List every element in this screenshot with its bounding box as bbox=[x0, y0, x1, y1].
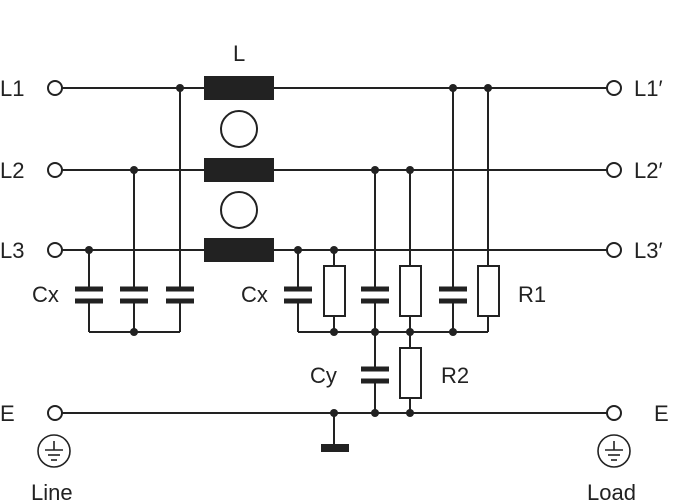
junction-dot bbox=[330, 409, 338, 417]
junction-dot bbox=[130, 328, 138, 336]
resistor-b bbox=[399, 265, 422, 317]
pe-right-circle bbox=[597, 434, 631, 468]
terminals bbox=[47, 80, 622, 421]
junction-dot bbox=[449, 84, 457, 92]
junction-dot bbox=[449, 328, 457, 336]
junction-dot bbox=[371, 328, 379, 336]
line-label-l3: L3 bbox=[0, 238, 24, 263]
cx-label-right: Cx bbox=[241, 282, 268, 307]
choke-core-lower bbox=[220, 191, 258, 229]
load-label-l1: L1′ bbox=[634, 76, 663, 101]
junction-dot bbox=[406, 328, 414, 336]
labels: L L1 L2 L3 E L1′ L2′ L3′ E Cx Cx Cy R1 R… bbox=[0, 41, 669, 503]
junction-dot bbox=[371, 409, 379, 417]
junction-dot bbox=[484, 84, 492, 92]
choke-winding-l3 bbox=[204, 238, 274, 262]
junction-dot bbox=[371, 166, 379, 174]
cx-bank-load-side bbox=[284, 88, 500, 333]
junction-dot bbox=[130, 166, 138, 174]
common-mode-choke bbox=[204, 76, 274, 262]
load-caption: Load bbox=[587, 480, 636, 503]
cy-r2-network bbox=[361, 332, 422, 413]
line-label-l2: L2 bbox=[0, 158, 24, 183]
terminal-circle-icon bbox=[606, 162, 622, 178]
protective-earth-icon bbox=[37, 434, 71, 468]
terminal-circle-icon bbox=[606, 405, 622, 421]
load-label-l2: L2′ bbox=[634, 158, 663, 183]
resistor-r1 bbox=[477, 265, 500, 317]
choke-winding-l2 bbox=[204, 158, 274, 182]
junction-dot bbox=[330, 246, 338, 254]
choke-core-upper bbox=[220, 110, 258, 148]
terminal-circle-icon bbox=[47, 405, 63, 421]
line-caption: Line bbox=[31, 480, 73, 503]
line-label-l1: L1 bbox=[0, 76, 24, 101]
cx-bank-line-side bbox=[75, 88, 194, 333]
choke-winding-l1 bbox=[204, 76, 274, 100]
protective-earth-icon bbox=[597, 434, 631, 468]
junction-dot bbox=[85, 246, 93, 254]
terminal-circle-icon bbox=[47, 162, 63, 178]
junction-dot bbox=[406, 166, 414, 174]
earth-label-left: E bbox=[0, 401, 15, 426]
resistor-a bbox=[323, 265, 346, 317]
terminal-circle-icon bbox=[47, 242, 63, 258]
chassis-ground-bar bbox=[321, 444, 349, 452]
junction-dot bbox=[406, 409, 414, 417]
cx-label-left: Cx bbox=[32, 282, 59, 307]
inductor-label: L bbox=[233, 41, 245, 66]
junction-dot bbox=[294, 246, 302, 254]
earth-label-right: E bbox=[654, 401, 669, 426]
r1-label: R1 bbox=[518, 282, 546, 307]
resistor-r2 bbox=[399, 347, 422, 399]
r2-label: R2 bbox=[441, 363, 469, 388]
cy-label: Cy bbox=[310, 363, 337, 388]
chassis-ground-icon bbox=[321, 413, 349, 452]
terminal-circle-icon bbox=[47, 80, 63, 96]
terminal-circle-icon bbox=[606, 242, 622, 258]
junction-dot bbox=[176, 84, 184, 92]
pe-left-circle bbox=[37, 434, 71, 468]
junction-dot bbox=[330, 328, 338, 336]
load-label-l3: L3′ bbox=[634, 238, 663, 263]
terminal-circle-icon bbox=[606, 80, 622, 96]
junction-dots bbox=[85, 84, 492, 417]
